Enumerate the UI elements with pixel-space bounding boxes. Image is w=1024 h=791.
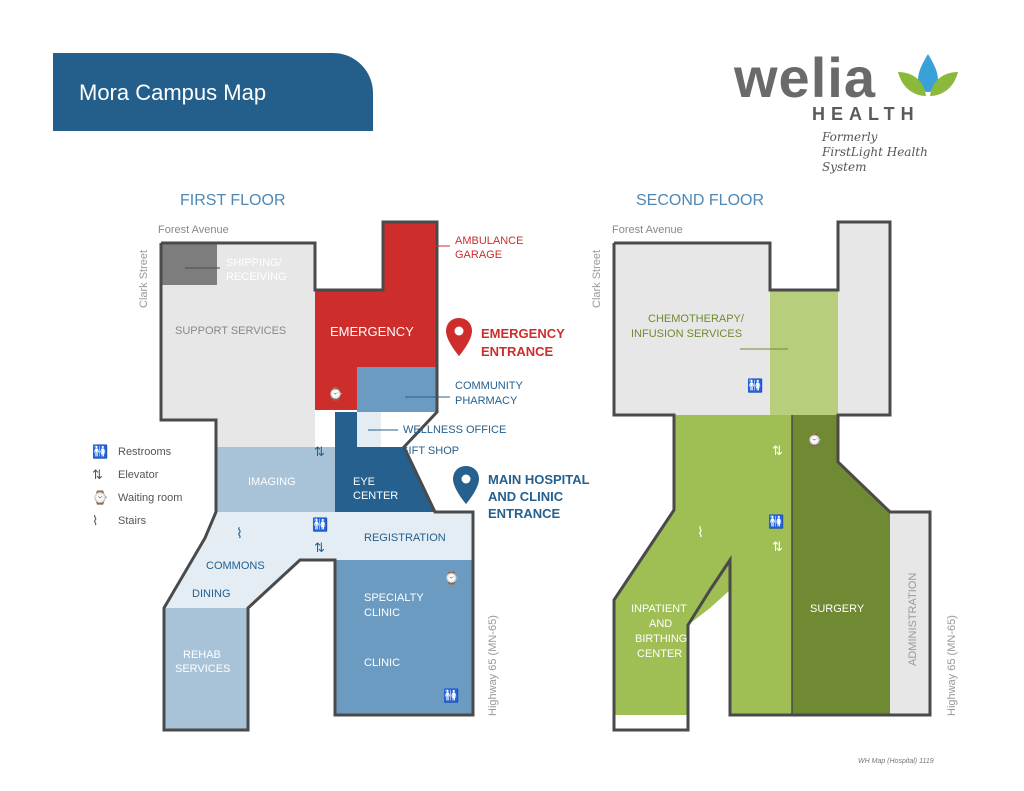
legend-label: Stairs (118, 514, 147, 527)
emergency-area (315, 222, 437, 410)
inpatient-label-1: INPATIENT (631, 603, 687, 615)
restroom-icon: 🚻 (747, 378, 763, 393)
legend-stairs: ⌇ Stairs (92, 509, 182, 532)
surgery-area (792, 415, 890, 715)
rehab-label-1: REHAB (183, 649, 221, 661)
restroom-icon: 🚻 (92, 443, 109, 459)
legend-elevator: ⇅ Elevator (92, 463, 182, 486)
second-forest-avenue: Forest Avenue (612, 224, 683, 236)
legend-label: Elevator (118, 468, 159, 481)
specialty-label-1: SPECIALTY (364, 592, 424, 604)
elevator-icon: ⇅ (92, 466, 103, 482)
clinic-area (335, 560, 473, 715)
first-floor-outline (159, 220, 475, 732)
formerly-line2: FirstLight Health System (822, 145, 928, 174)
main-entrance-label-1: MAIN HOSPITAL (488, 472, 590, 487)
formerly-line1: Formerly (822, 130, 878, 144)
stairs-icon: ⌇ (697, 524, 704, 540)
wellness-label: WELLNESS OFFICE (403, 424, 506, 436)
logo-formerly: Formerly FirstLight Health System (822, 130, 970, 175)
stairs-icon: ⌇ (92, 512, 99, 528)
restroom-icon: 🚻 (768, 514, 784, 529)
waiting-room-icon: ⌚ (444, 571, 459, 585)
dining-label: DINING (192, 588, 231, 600)
rehab-area (164, 608, 248, 730)
shipping-label-2: RECEIVING (226, 271, 287, 283)
chemo-label-1: CHEMOTHERAPY/ (648, 313, 745, 325)
elevator-icon: ⇅ (772, 539, 783, 554)
leaf-drop-icon (898, 54, 958, 96)
rehab-label-2: SERVICES (175, 663, 230, 675)
administration-label: ADMINISTRATION (907, 573, 919, 666)
legend-restrooms: 🚻 Restrooms (92, 440, 182, 463)
clinic-label: CLINIC (364, 657, 400, 669)
surgery-label: SURGERY (810, 603, 865, 615)
ambulance-label-2: GARAGE (455, 249, 502, 261)
pharmacy-label-1: COMMUNITY (455, 380, 523, 392)
welia-health-logo: welia HEALTH Formerly FirstLight Health … (730, 46, 970, 174)
first-clark-street: Clark Street (138, 250, 150, 308)
gift-shop-label: GIFT SHOP (400, 445, 459, 457)
shipping-label-1: SHIPPING/ (226, 257, 283, 269)
support-services-area (161, 243, 315, 447)
page-title: Mora Campus Map (79, 80, 267, 105)
elevator-icon: ⇅ (314, 444, 325, 459)
community-pharmacy-area (357, 367, 437, 412)
emergency-entrance-pin-icon (446, 318, 472, 356)
main-entrance-label-3: ENTRANCE (488, 506, 561, 521)
specialty-label-2: CLINIC (364, 607, 400, 619)
registration-label: REGISTRATION (364, 532, 446, 544)
emergency-label: EMERGENCY (330, 324, 414, 339)
emergency-entrance-label-2: ENTRANCE (481, 344, 554, 359)
imaging-label: IMAGING (248, 476, 296, 488)
title-banner: Mora Campus Map (53, 53, 373, 131)
first-highway: Highway 65 (MN-65) (487, 615, 499, 716)
eye-center-label-1: EYE (353, 476, 375, 488)
main-entrance-label-2: AND CLINIC (488, 489, 564, 504)
waiting-room-icon: ⌚ (328, 387, 343, 401)
corridor-area (335, 412, 357, 447)
elevator-icon: ⇅ (772, 443, 783, 458)
second-floor-map: SECOND FLOOR Forest Avenue Clark Street … (591, 192, 958, 732)
inpatient-label-3: BIRTHING (635, 633, 687, 645)
legend-label: Waiting room (118, 491, 183, 504)
elevator-icon: ⇅ (314, 540, 325, 555)
first-floor-heading: FIRST FLOOR (180, 192, 286, 209)
restroom-icon: 🚻 (443, 688, 459, 703)
commons-label: COMMONS (206, 560, 265, 572)
support-services-label: SUPPORT SERVICES (175, 325, 286, 337)
eye-center-label-2: CENTER (353, 490, 398, 502)
imaging-area (216, 447, 335, 512)
inpatient-label-4: CENTER (637, 648, 682, 660)
second-floor-heading: SECOND FLOOR (636, 192, 764, 209)
first-forest-avenue: Forest Avenue (158, 224, 229, 236)
waiting-room-icon: ⌚ (92, 489, 109, 505)
administration-area (890, 512, 930, 715)
logo-health: HEALTH (812, 104, 920, 124)
first-floor-map: FIRST FLOOR Forest Avenue Clark Street H… (138, 192, 590, 732)
second-highway: Highway 65 (MN-65) (946, 615, 958, 716)
wellness-gift-area (357, 412, 381, 450)
ambulance-label-1: AMBULANCE (455, 235, 523, 247)
chemotherapy-area (770, 290, 838, 415)
shipping-receiving-area (161, 243, 217, 285)
second-clark-street: Clark Street (591, 250, 603, 308)
stairs-icon: ⌇ (236, 525, 243, 541)
main-entrance-pin-icon (453, 466, 479, 504)
legend-label: Restrooms (118, 445, 172, 458)
logo-wordmark: welia (734, 46, 876, 109)
chemo-label-2: INFUSION SERVICES (631, 328, 742, 340)
emergency-entrance-label-1: EMERGENCY (481, 326, 565, 341)
footer-note: WH Map (Hospital) 1119 (858, 758, 934, 765)
registration-area (335, 512, 473, 560)
restroom-icon: 🚻 (312, 517, 328, 532)
legend-waiting-room: ⌚ Waiting room (92, 486, 182, 509)
eye-center-area (335, 447, 435, 512)
map-legend: 🚻 Restrooms ⇅ Elevator ⌚ Waiting room ⌇ … (92, 440, 182, 532)
waiting-room-icon: ⌚ (807, 433, 822, 447)
inpatient-label-2: AND (649, 618, 672, 630)
pharmacy-label-2: PHARMACY (455, 395, 518, 407)
second-floor-outline (612, 220, 932, 732)
